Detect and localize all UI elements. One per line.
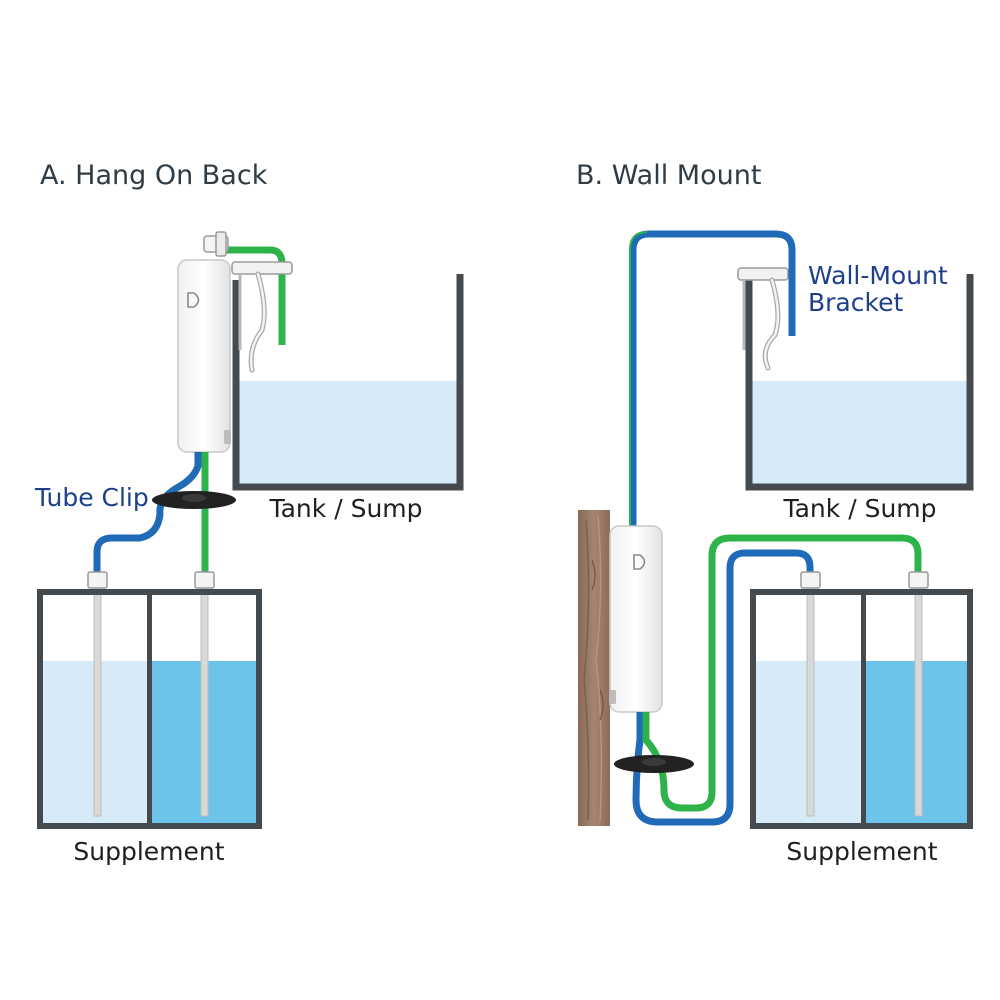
- hang-on-bracket-icon: [231, 261, 293, 373]
- tank-water-a: [236, 381, 460, 487]
- doser-unit-icon: [609, 525, 663, 713]
- dip-tube-right-a: [200, 587, 209, 817]
- tube-fitting-left-b: [800, 571, 821, 589]
- supplement-label-b: Supplement: [786, 837, 937, 866]
- panel-a-title: A. Hang On Back: [40, 160, 268, 191]
- supplement-containers-b: [750, 571, 973, 829]
- panel-hang-on-back: A. Hang On Back: [34, 160, 464, 866]
- bracket-label-line1: Wall-Mount: [808, 261, 948, 290]
- output-tube-inner-b: [629, 231, 648, 528]
- input-tube-blue-a: [93, 452, 202, 576]
- panel-b-title: B. Wall Mount: [576, 160, 761, 191]
- tank-sump-b: [745, 274, 974, 491]
- tube-clip-label: Tube Clip: [34, 483, 149, 512]
- dip-tube-left-b: [806, 587, 815, 817]
- wall-board: [578, 510, 610, 826]
- tube-clip-icon: [152, 491, 236, 509]
- tank-label-b: Tank / Sump: [782, 494, 936, 523]
- input-tube-blue-b: [632, 549, 814, 826]
- output-tube-b: [629, 230, 796, 528]
- tank-outline-a: [232, 274, 464, 491]
- input-tube-green-b: [642, 534, 922, 812]
- tube-fitting-left-a: [87, 571, 108, 589]
- tube-clip-icon: [614, 755, 694, 773]
- wall-mount-bracket-icon: [737, 267, 789, 371]
- tank-water-b: [749, 381, 970, 487]
- dip-tube-left-a: [93, 587, 102, 817]
- panel-wall-mount: B. Wall Mount: [576, 160, 974, 866]
- tank-label-a: Tank / Sump: [268, 494, 422, 523]
- tube-fitting-right-a: [194, 571, 215, 589]
- tank-outline-b: [745, 274, 974, 491]
- bracket-label-line2: Bracket: [808, 288, 903, 317]
- tank-sump-a: [232, 274, 464, 491]
- doser-unit-icon: [177, 231, 231, 453]
- supplement-containers-a: [37, 571, 262, 829]
- tube-fitting-right-b: [908, 571, 929, 589]
- dip-tube-right-b: [914, 587, 923, 817]
- supplement-label-a: Supplement: [73, 837, 224, 866]
